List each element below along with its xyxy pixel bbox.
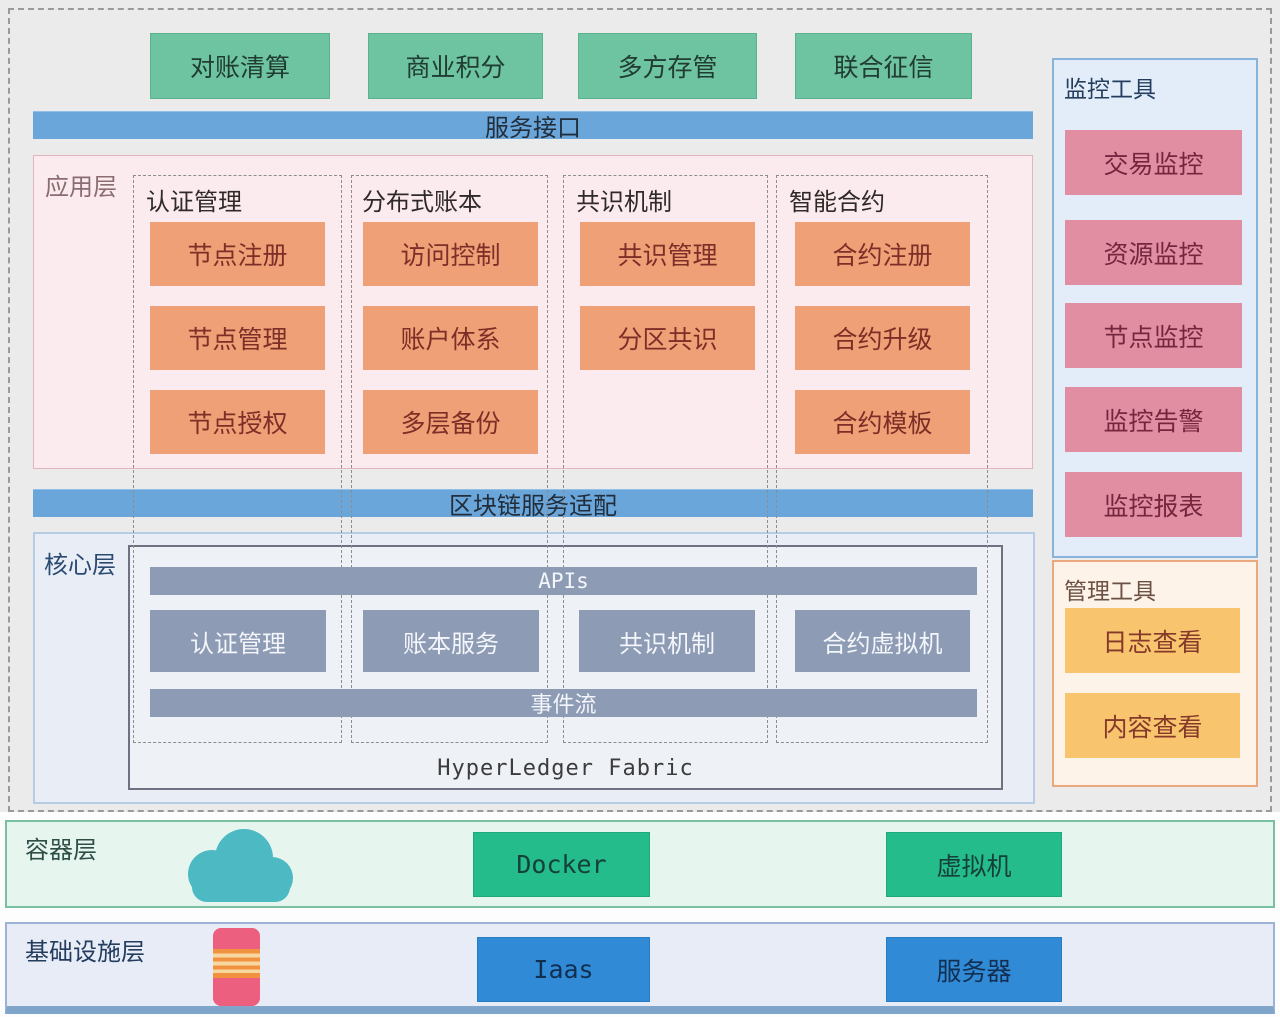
monitor-box-alert: 监控告警 — [1065, 387, 1242, 452]
app-box-consensus-manage: 共识管理 — [580, 222, 755, 286]
app-box-node-register: 节点注册 — [150, 222, 325, 286]
service-interface-bar: 服务接口 — [33, 111, 1033, 142]
monitor-box-report: 监控报表 — [1065, 472, 1242, 537]
manage-box-content-view: 内容查看 — [1065, 693, 1240, 758]
column-header-auth: 认证管理 — [146, 190, 242, 216]
event-stream-bar: 事件流 — [150, 689, 977, 717]
container-layer-label: 容器层 — [25, 838, 97, 864]
manage-tools-title: 管理工具 — [1064, 579, 1156, 604]
monitor-tools-title: 监控工具 — [1064, 77, 1156, 102]
monitor-box-transaction: 交易监控 — [1065, 130, 1242, 195]
infra-box-server: 服务器 — [886, 937, 1062, 1002]
app-box-account-system: 账户体系 — [363, 306, 538, 370]
column-consensus — [563, 175, 768, 743]
app-box-contract-upgrade: 合约升级 — [795, 306, 970, 370]
core-module-consensus: 共识机制 — [579, 610, 755, 672]
blockchain-adapter-bar: 区块链服务适配 — [33, 489, 1033, 520]
infrastructure-layer-label: 基础设施层 — [25, 940, 145, 966]
app-box-partition-consensus: 分区共识 — [580, 306, 755, 370]
infra-box-iaas: Iaas — [477, 937, 650, 1002]
app-box-multilayer-backup: 多层备份 — [363, 390, 538, 454]
app-box-node-authorize: 节点授权 — [150, 390, 325, 454]
service-box-reconciliation: 对账清算 — [150, 33, 330, 99]
core-layer-label: 核心层 — [44, 553, 116, 579]
monitor-box-resource: 资源监控 — [1065, 220, 1242, 285]
app-box-contract-template: 合约模板 — [795, 390, 970, 454]
column-contract — [776, 175, 988, 743]
container-box-docker: Docker — [473, 832, 650, 897]
application-layer-label: 应用层 — [45, 175, 117, 201]
hyperledger-fabric-label: HyperLedger Fabric — [437, 755, 694, 781]
column-ledger — [351, 175, 548, 743]
core-module-ledger-service: 账本服务 — [363, 610, 539, 672]
column-header-consensus: 共识机制 — [576, 190, 672, 216]
service-box-credit: 联合征信 — [795, 33, 972, 99]
column-header-contract: 智能合约 — [789, 190, 885, 216]
core-module-contract-vm: 合约虚拟机 — [795, 610, 970, 672]
service-box-custody: 多方存管 — [578, 33, 757, 99]
server-icon — [213, 928, 260, 1006]
apis-bar: APIs — [150, 567, 977, 595]
outer-dashed-frame — [8, 8, 1272, 812]
monitor-box-node: 节点监控 — [1065, 303, 1242, 368]
core-module-auth: 认证管理 — [150, 610, 326, 672]
column-header-ledger: 分布式账本 — [362, 190, 482, 216]
app-box-node-manage: 节点管理 — [150, 306, 325, 370]
manage-box-log-view: 日志查看 — [1065, 608, 1240, 673]
service-box-points: 商业积分 — [368, 33, 543, 99]
container-box-vm: 虚拟机 — [886, 832, 1062, 897]
column-auth — [133, 175, 342, 743]
cloud-icon — [188, 829, 293, 902]
app-box-access-control: 访问控制 — [363, 222, 538, 286]
app-box-contract-register: 合约注册 — [795, 222, 970, 286]
